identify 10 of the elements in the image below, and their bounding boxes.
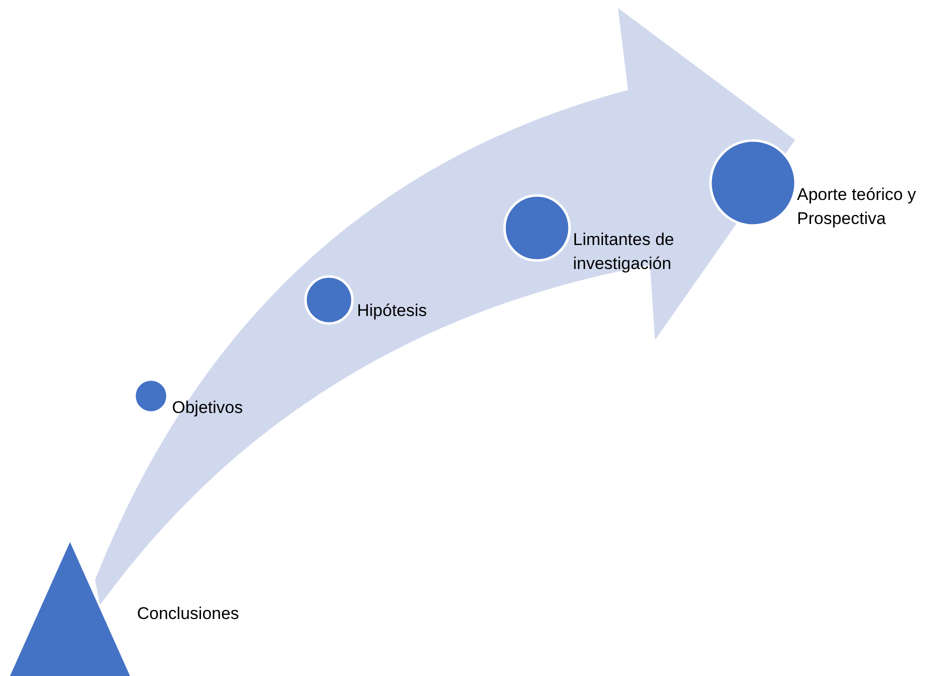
step-label: Limitantes de investigación [573,229,676,275]
step-label: Hipótesis [357,300,428,322]
step-circle [503,194,571,262]
step-label: Aporte teórico y Prospectiva [797,184,918,230]
step-label: Objetivos [172,397,244,419]
step-label: Conclusiones [137,603,240,625]
triangle-marker [10,542,130,676]
step-circle [709,139,797,227]
step-circle [133,378,169,414]
step-circle [304,275,354,325]
